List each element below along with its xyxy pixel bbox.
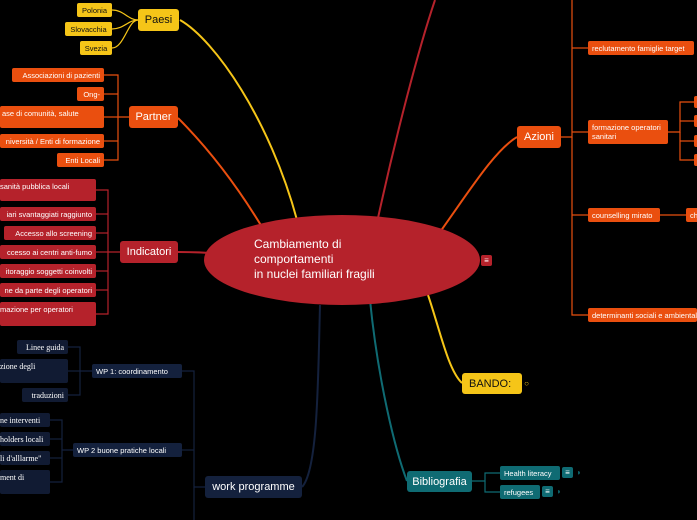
notes-icon[interactable]: ≡ xyxy=(481,255,492,266)
wp2-interventi[interactable]: ne interventi xyxy=(0,413,50,427)
topic-paesi[interactable]: Paesi xyxy=(138,9,179,31)
subtopic-reclutamento[interactable]: reclutamento famiglie target xyxy=(588,41,694,55)
collapse-icon[interactable]: ○ xyxy=(524,379,529,388)
collapse-icon[interactable]: ◗ xyxy=(576,468,582,477)
central-topic-line-1: Cambiamento di xyxy=(254,237,342,251)
subtopic-slovacchia[interactable]: Slovacchia xyxy=(65,22,112,36)
subtopic-formazione-child-3[interactable] xyxy=(694,135,697,147)
subtopic-formazione-sanitari[interactable]: formazione operatori sanitari xyxy=(588,120,668,144)
topic-bibliografia[interactable]: Bibliografia xyxy=(407,471,472,492)
wp2-stakeholders[interactable]: holders locali xyxy=(0,432,50,446)
subtopic-wp1[interactable]: WP 1: coordinamento xyxy=(92,364,182,378)
central-topic-line-2: comportamenti xyxy=(254,252,334,266)
subtopic-svantaggiati-raggiunto[interactable]: iari svantaggiati raggiunto xyxy=(0,207,96,221)
wp1-traduzione[interactable]: zione degli xyxy=(0,359,68,383)
topic-bando[interactable]: BANDO: xyxy=(462,373,522,394)
subtopic-wp2[interactable]: WP 2 buone pratiche locali xyxy=(73,443,182,457)
subtopic-svezia[interactable]: Svezia xyxy=(80,41,112,55)
wp2-allarme[interactable]: li d'alllarme" xyxy=(0,451,50,465)
subtopic-formazione-operatori[interactable]: mazione per operatori xyxy=(0,302,96,326)
topic-work-programme[interactable]: work programme xyxy=(205,476,302,498)
subtopic-universita-enti[interactable]: niversità / Enti di formazione xyxy=(0,134,104,148)
subtopic-ong[interactable]: Ong- xyxy=(77,87,104,101)
topic-indicatori[interactable]: Indicatori xyxy=(120,241,178,263)
subtopic-counselling-child[interactable]: ch xyxy=(686,208,697,222)
subtopic-accesso-screening[interactable]: Accesso allo screening xyxy=(4,226,96,240)
subtopic-determinanti[interactable]: determinanti sociali e ambientali xyxy=(588,308,697,322)
subtopic-counselling[interactable]: counselling mirato xyxy=(588,208,660,222)
wp1-linee-guida[interactable]: Linee guida xyxy=(17,340,68,354)
subtopic-formazione-child-4[interactable] xyxy=(694,154,697,166)
subtopic-refugees[interactable]: refugees xyxy=(500,485,540,499)
subtopic-associazioni-pazienti[interactable]: Associazioni di pazienti xyxy=(12,68,104,82)
topic-azioni[interactable]: Azioni xyxy=(517,126,561,148)
subtopic-formazione-child-1[interactable] xyxy=(694,96,697,108)
subtopic-enti-locali[interactable]: Enti Locali xyxy=(57,153,104,167)
subtopic-comunita-salute[interactable]: ase di comunità, salute xyxy=(0,106,104,128)
subtopic-operatori[interactable]: ne da parte degli operatori xyxy=(0,283,96,297)
topic-partner[interactable]: Partner xyxy=(129,106,178,128)
subtopic-monitoraggio-soggetti[interactable]: itoraggio soggetti coinvolti xyxy=(0,264,96,278)
subtopic-formazione-child-2[interactable] xyxy=(694,115,697,127)
subtopic-health-literacy[interactable]: Health literacy xyxy=(500,466,560,480)
subtopic-sanita-pubblica[interactable]: sanità pubblica locali xyxy=(0,179,96,201)
central-topic[interactable]: Cambiamento di comportamenti in nuclei f… xyxy=(204,215,480,305)
collapse-icon[interactable]: ◗ xyxy=(556,487,562,496)
wp1-traduzioni[interactable]: traduzioni xyxy=(22,388,68,402)
subtopic-accesso-anti-fumo[interactable]: ccesso ai centri anti-fumo xyxy=(0,245,96,259)
notes-icon[interactable]: ≡ xyxy=(542,486,553,497)
notes-icon[interactable]: ≡ xyxy=(562,467,573,478)
central-topic-line-3: in nuclei familiari fragili xyxy=(254,267,375,281)
subtopic-polonia[interactable]: Polonia xyxy=(77,3,112,17)
wp2-ment-di[interactable]: ment di xyxy=(0,470,50,494)
